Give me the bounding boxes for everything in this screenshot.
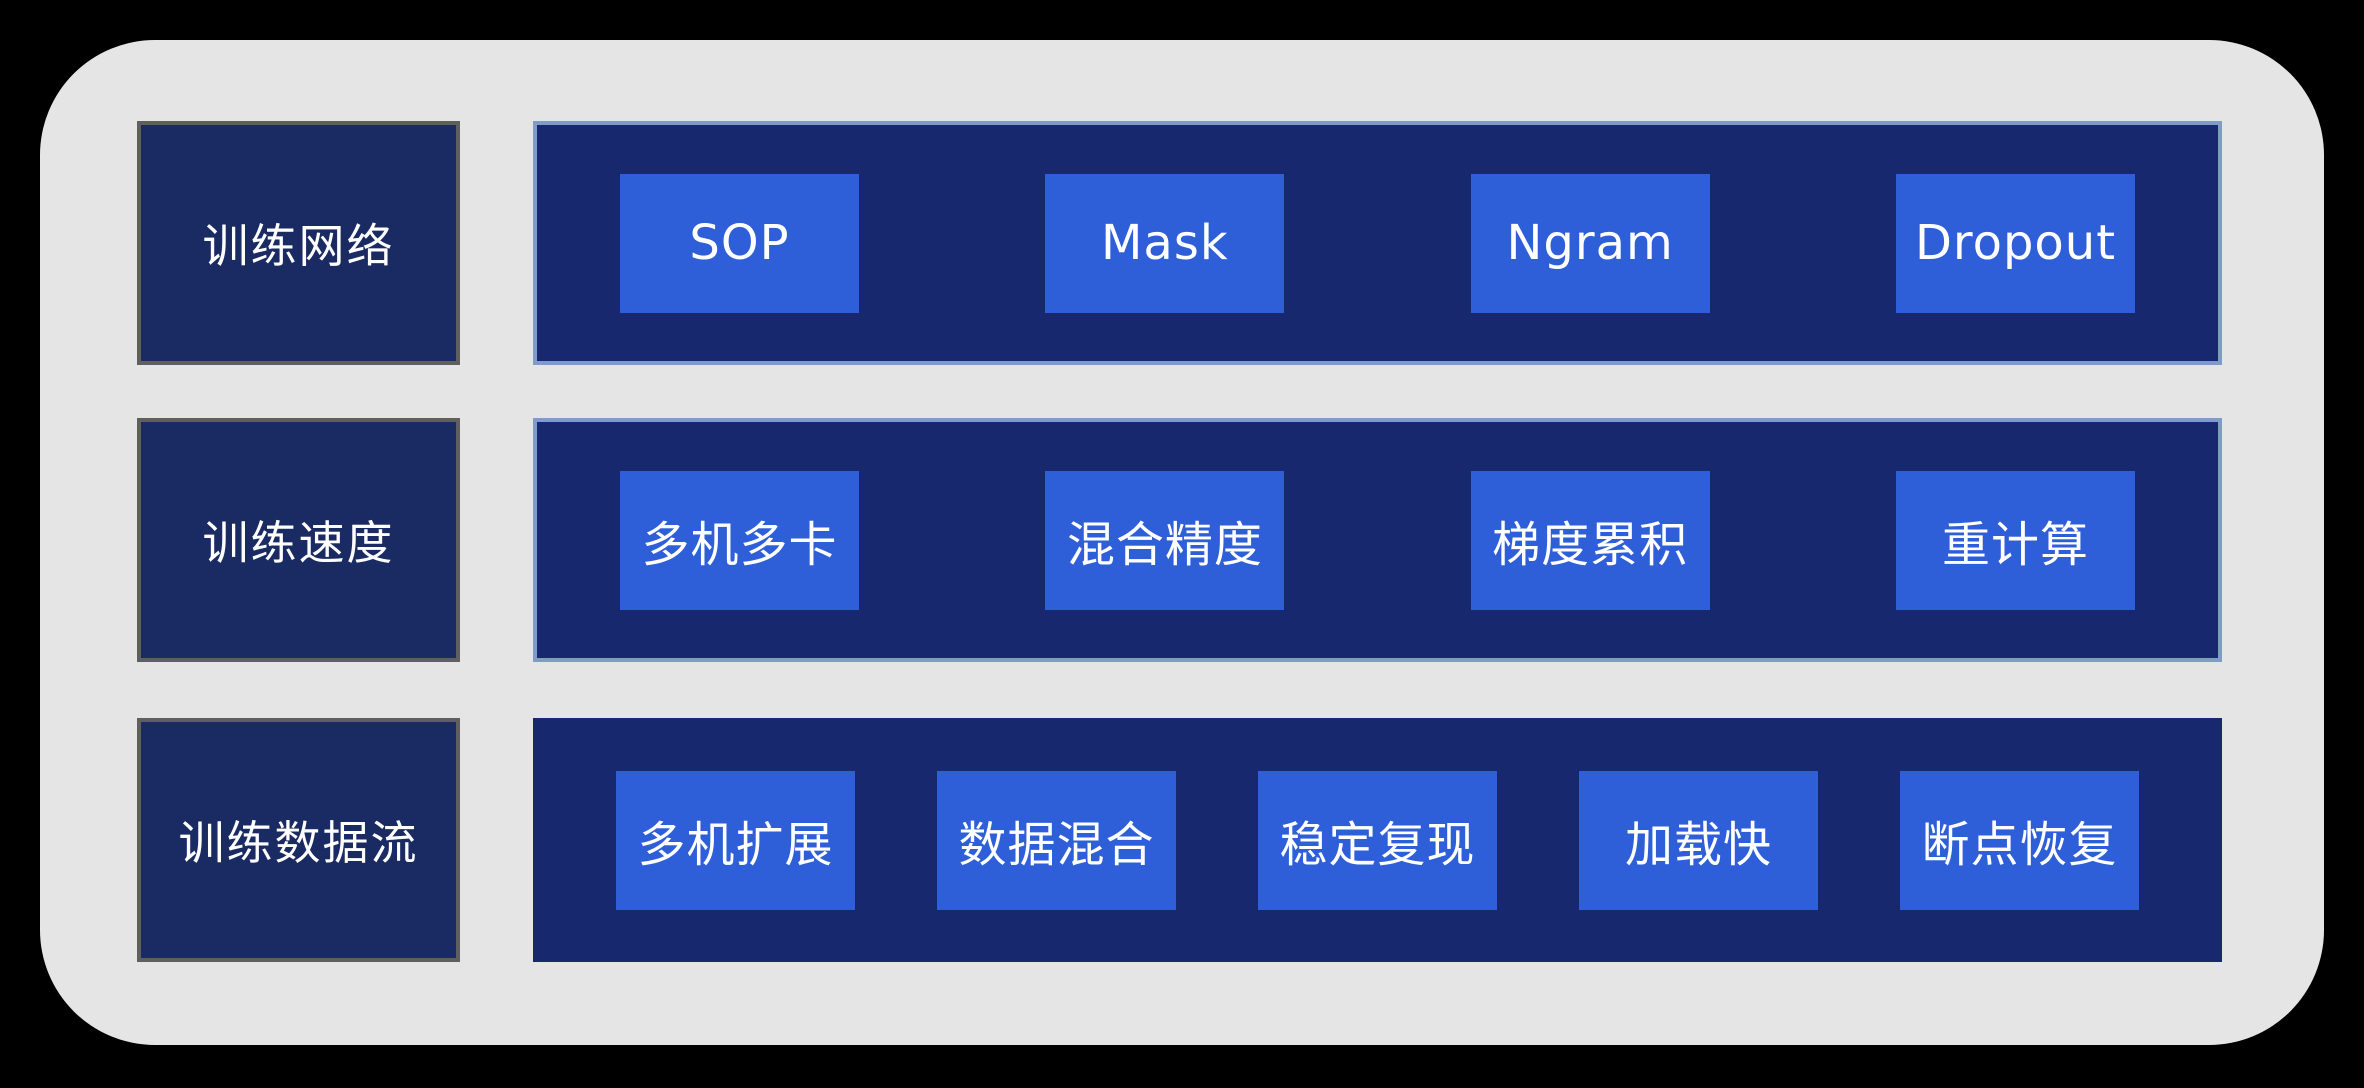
feature-chip: 重计算 [1895,470,2135,610]
feature-chip: 稳定复现 [1258,770,1497,910]
feature-chip-text: 数据混合 [958,817,1155,873]
feature-chip: 多机扩展 [616,770,855,910]
feature-chip-text: 梯度累积 [1492,517,1689,573]
row-label-training-network: 训练网络 [137,121,460,365]
row-bar-training-network: SOP Mask Ngram Dropout [533,121,2222,365]
feature-chip: 数据混合 [937,770,1176,910]
feature-chip-text: 断点恢复 [1921,817,2118,873]
feature-chip: Mask [1045,173,1285,313]
feature-chip-text: 稳定复现 [1279,817,1476,873]
feature-chip-text: 多机多卡 [641,517,838,573]
feature-chip: 多机多卡 [620,470,859,610]
feature-chip: 混合精度 [1045,470,1285,610]
feature-chip-text: Ngram [1506,215,1674,271]
row-label-text: 训练速度 [202,516,395,570]
feature-chip: 加载快 [1579,770,1818,910]
feature-chip-text: 多机扩展 [637,817,834,873]
feature-chip-text: 重计算 [1941,517,2089,573]
row-training-network: 训练网络 SOP Mask Ngram Dropout [40,121,2324,365]
feature-chip-text: 混合精度 [1066,517,1263,573]
feature-chip: Dropout [1895,173,2135,313]
feature-chip-text: SOP [689,215,790,271]
feature-chip: 断点恢复 [1900,770,2139,910]
feature-chip-text: 加载快 [1624,817,1772,873]
row-bar-training-speed: 多机多卡 混合精度 梯度累积 重计算 [533,418,2222,662]
row-training-dataflow: 训练数据流 多机扩展 数据混合 稳定复现 加载快 断点恢复 [40,718,2324,962]
row-bar-training-dataflow: 多机扩展 数据混合 稳定复现 加载快 断点恢复 [533,718,2222,962]
diagram-panel: 训练网络 SOP Mask Ngram Dropout 训练速度 [40,40,2324,1045]
feature-chip: Ngram [1470,173,1710,313]
feature-chip: SOP [620,173,859,313]
row-label-training-speed: 训练速度 [137,418,460,662]
row-label-training-dataflow: 训练数据流 [137,718,460,962]
feature-chip-text: Dropout [1914,215,2117,271]
row-training-speed: 训练速度 多机多卡 混合精度 梯度累积 重计算 [40,418,2324,662]
feature-chip: 梯度累积 [1470,470,1710,610]
feature-chip-text: Mask [1101,215,1229,271]
row-label-text: 训练数据流 [178,816,419,870]
row-label-text: 训练网络 [202,219,395,273]
